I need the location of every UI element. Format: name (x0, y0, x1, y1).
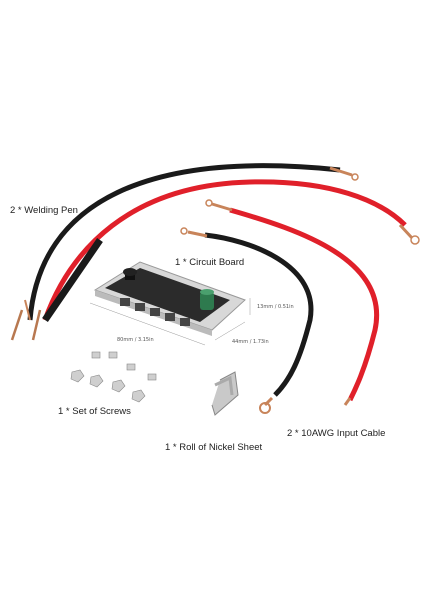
nickel-sheet-roll (211, 371, 239, 416)
welding-pen-label: 2 * Welding Pen (10, 205, 78, 216)
length-dimension: 80mm / 3.15in (117, 337, 154, 343)
screws-set (70, 351, 157, 403)
black-welding-pen-wire (10, 163, 359, 341)
red-welding-pen-wire (31, 179, 420, 341)
circuit-board (89, 261, 251, 346)
nickel-sheet-label: 1 * Roll of Nickel Sheet (165, 442, 263, 453)
black-input-cable (180, 227, 314, 414)
height-dimension: 13mm / 0.51in (257, 304, 294, 310)
screws-label: 1 * Set of Screws (58, 406, 131, 417)
width-dimension: 44mm / 1.73in (232, 339, 269, 345)
red-input-cable (205, 199, 380, 406)
input-cable-label: 2 * 10AWG Input Cable (287, 428, 386, 439)
circuit-board-label: 1 * Circuit Board (175, 257, 245, 268)
